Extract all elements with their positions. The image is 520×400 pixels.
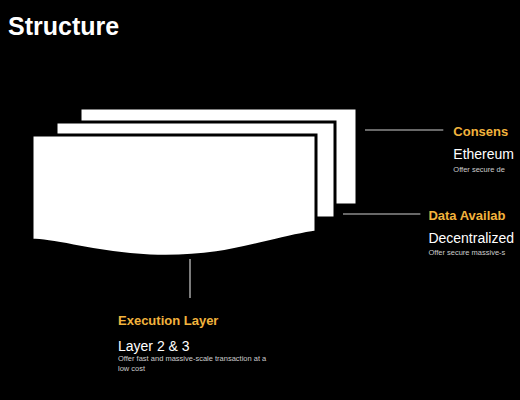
execution-sheet (32, 135, 316, 256)
layer-note: Offer fast and massive-scale transaction… (118, 354, 268, 374)
layer-heading: Execution Layer (118, 313, 218, 330)
layer-note: Offer secure de (453, 165, 505, 175)
layer-heading: Data Availab (428, 208, 505, 225)
leader-line (343, 213, 420, 214)
leader-line (189, 259, 190, 298)
leader-line (365, 129, 443, 130)
page-title: Structure (8, 12, 119, 41)
layer-name: Decentralized (428, 229, 514, 247)
layer-heading: Consens (453, 124, 508, 141)
layer-name: Ethereum (453, 145, 514, 163)
layer-name: Layer 2 & 3 (118, 337, 190, 355)
layer-note: Offer secure massive-s (428, 248, 505, 258)
